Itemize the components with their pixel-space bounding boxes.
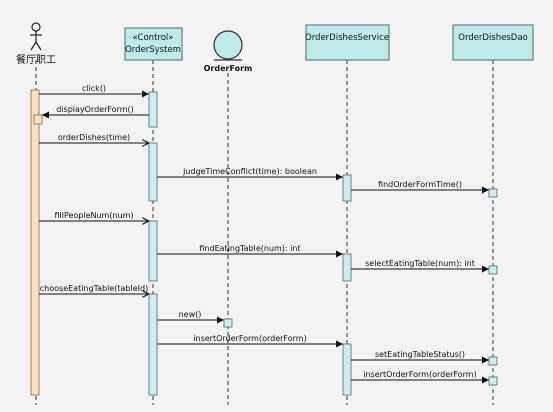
activation-dao-3: [488, 356, 498, 366]
actor-name: 餐厅职工: [16, 53, 56, 66]
message-label-m3: orderDishes(time): [58, 133, 130, 142]
activation-dao-4: [488, 376, 498, 386]
participant-ordersystem-name: OrderSystem: [125, 45, 181, 55]
participant-orderform-name: OrderForm: [204, 64, 253, 73]
message-label-m5: findOrderFormTime(): [378, 180, 462, 189]
activations: [30, 89, 498, 396]
message-label-m2: displayOrderForm(): [56, 105, 134, 114]
message-label-m6: fillPeopleNum(num): [54, 211, 133, 220]
activation-ordersystem-3: [148, 220, 158, 282]
message-label-m7: findEatingTable(num): int: [199, 244, 300, 253]
participant-ordersystem[interactable]: «Control» OrderSystem: [124, 27, 183, 61]
messages: [39, 90, 489, 384]
message-label-m12: setEatingTableStatus(): [375, 350, 465, 359]
message-label-m1: click(): [82, 84, 106, 93]
activation-orderform: [223, 318, 233, 328]
actor-head-icon: [31, 22, 41, 32]
activation-service-3: [342, 343, 352, 396]
message-label-m13: insertOrderForm(orderForm): [363, 370, 476, 379]
message-label-m9: chooseEatingTable(tableId): [40, 284, 148, 293]
message-label-m8: selectEatingTable(num): int: [365, 259, 475, 268]
participant-ordersystem-stereotype: «Control»: [133, 33, 174, 43]
participant-orderdishesdao[interactable]: OrderDishesDao: [452, 24, 534, 61]
activation-ordersystem-4: [148, 293, 158, 396]
activation-service-2: [342, 253, 352, 282]
activation-dao-2: [488, 265, 498, 275]
activation-actor: [30, 89, 40, 396]
participant-orderdishesdao-name: OrderDishesDao: [458, 33, 528, 43]
actor-leg-right: [35, 41, 42, 51]
message-labels: click() displayOrderForm() orderDishes(t…: [40, 84, 477, 379]
actor-leg-left: [30, 41, 37, 51]
message-label-m4: judgeTimeConflict(time): boolean: [182, 167, 317, 176]
message-label-m11: insertOrderForm(orderForm): [193, 334, 306, 343]
message-label-m10: new(): [179, 310, 202, 319]
entity-icon: [213, 30, 243, 60]
activation-service-1: [342, 174, 352, 202]
participant-orderform[interactable]: OrderForm: [204, 30, 253, 73]
activation-ordersystem-2: [148, 142, 158, 202]
participant-orderdishesservice[interactable]: OrderDishesService: [305, 24, 390, 61]
activation-ordersystem-1: [148, 91, 158, 128]
participant-orderdishesservice-name: OrderDishesService: [305, 33, 389, 43]
activation-actor-self: [33, 114, 43, 125]
actor[interactable]: 餐厅职工: [16, 22, 56, 66]
activation-dao-1: [488, 188, 498, 198]
